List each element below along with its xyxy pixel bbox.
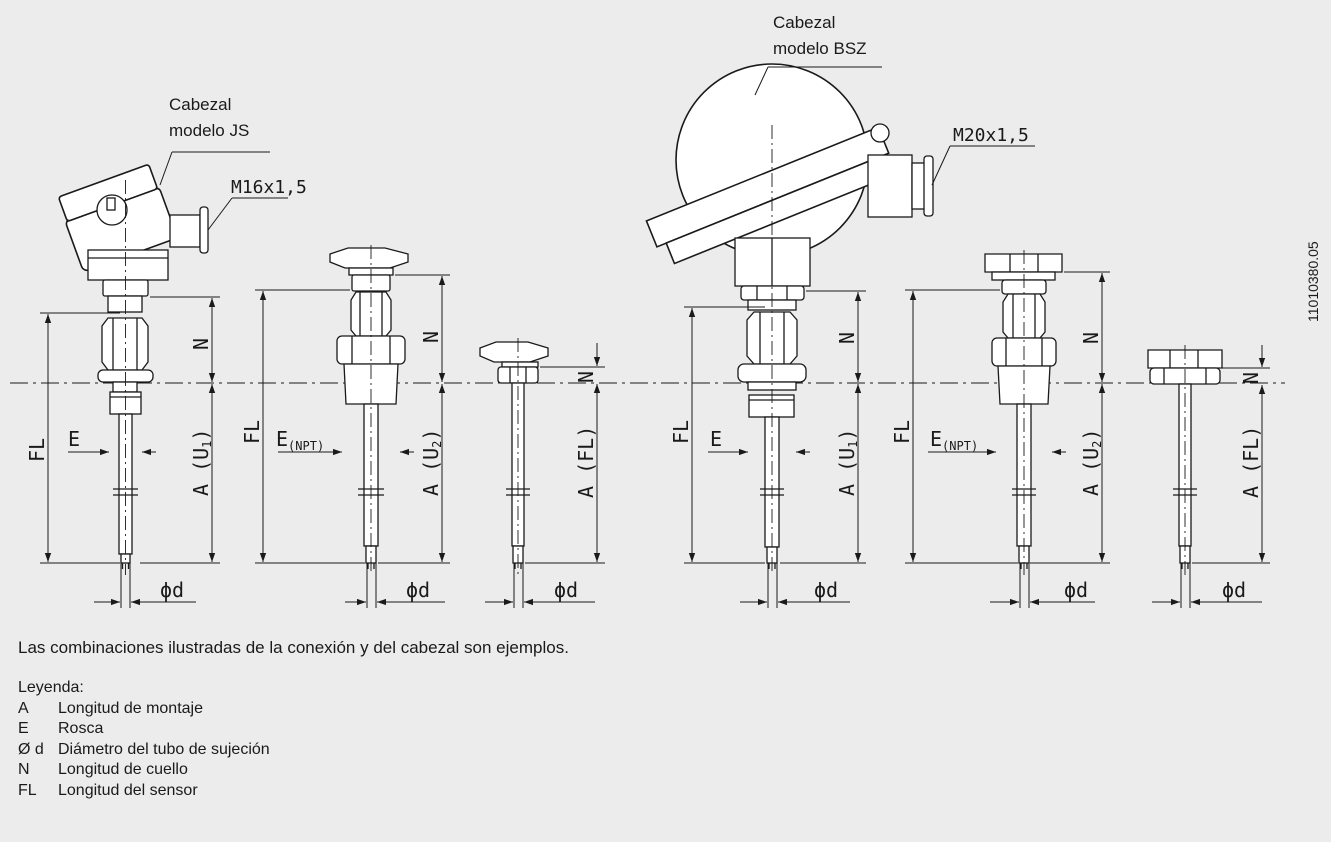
legend-item: FL Longitud del sensor [18,781,270,802]
phi-d-label-6: ϕd [1222,578,1246,602]
assembly-js-head [40,151,288,608]
caption: Las combinaciones ilustradas de la conex… [18,638,569,657]
e-label-4: E [710,427,722,451]
n-label-6: N [1239,372,1263,384]
legend-key: E [18,720,29,737]
a-u1-label-4: A (U1) [835,429,860,496]
fl-label-4: FL [669,420,693,444]
phi-d-label-1: ϕd [160,578,184,602]
bsz-head-label-line1: Cabezal [773,13,835,32]
legend-text: Longitud de montaje [58,699,203,717]
n-label-3: N [574,371,598,383]
n-label-4: N [835,332,859,344]
legend-item: E Rosca [18,719,270,740]
legend-text: Longitud del sensor [58,781,198,799]
phi-d-label-4: ϕd [814,578,838,602]
assembly-npt-long [905,250,1110,608]
a-u2-label-5: A (U2) [1079,429,1104,496]
a-u2-label-2: A (U2) [419,429,444,496]
assembly-short-2 [1147,345,1270,608]
legend-text: Rosca [58,720,104,737]
bsz-head-lid [645,126,890,265]
js-thread-label: M16x1,5 [231,177,307,198]
legend-key: Ø d [18,740,44,758]
drawing-id: 11010380.05 [1305,241,1321,322]
assembly-short-1 [479,338,605,608]
legend-title: Leyenda: [18,679,84,696]
e-label-1: E [68,427,80,451]
legend-key: N [18,761,30,778]
assembly-npt-short [255,245,450,608]
legend-key: A [18,699,29,717]
a-u1-label-1: A (U1) [189,429,214,496]
legend-text: Diámetro del tubo de sujeción [58,740,270,758]
e-npt-label-2: E(NPT) [276,427,324,453]
n-label-5: N [1079,332,1103,344]
a-fl-label-3: A (FL) [574,426,598,498]
legend-item: N Longitud de cuello [18,760,270,781]
bsz-thread-label: M20x1,5 [953,125,1029,146]
legend-item: A Longitud de montaje [18,699,270,720]
js-head-label-line2: modelo JS [169,121,249,140]
phi-d-label-2: ϕd [406,578,430,602]
js-head-label-line1: Cabezal [169,95,231,114]
phi-d-label-3: ϕd [554,578,578,602]
e-npt-label-5: E(NPT) [930,427,978,453]
legend-item: Ø d Diámetro del tubo de sujeción [18,740,270,761]
legend-text: Longitud de cuello [58,761,188,778]
n-label-1: N [189,338,213,350]
fl-label-1: FL [25,438,49,462]
fl-label-2: FL [240,420,264,444]
n-label-2: N [419,331,443,343]
bsz-head-label-line2: modelo BSZ [773,39,867,58]
legend: Leyenda: A Longitud de montaje E Rosca Ø d… [18,678,270,801]
phi-d-label-5: ϕd [1064,578,1088,602]
assembly-bsz-head [645,63,1035,608]
fl-label-5: FL [890,420,914,444]
a-fl-label-6: A (FL) [1239,426,1263,498]
legend-key: FL [18,781,37,799]
